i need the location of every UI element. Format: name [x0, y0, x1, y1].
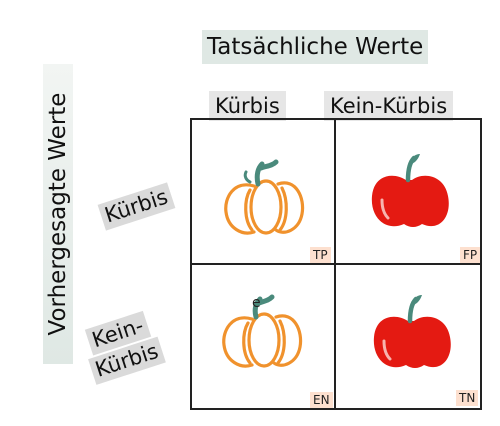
cell-true-positive: TP: [192, 120, 335, 263]
row-header-not-pumpkin: Kein- Kürbis: [79, 308, 166, 386]
tag-tn: TN: [456, 390, 479, 406]
pumpkin-icon: e: [222, 294, 303, 368]
grid-divider-horizontal: [192, 263, 480, 265]
tag-tp: TP: [310, 247, 331, 263]
row-header-pumpkin: Kürbis: [97, 181, 176, 231]
handwritten-e-mark: e: [252, 295, 261, 311]
tag-fp: FP: [460, 247, 481, 263]
actual-values-title: Tatsächliche Werte: [202, 30, 429, 64]
cell-true-negative: TN: [336, 265, 479, 408]
grid-divider-vertical: [334, 120, 336, 410]
apple-icon: [373, 295, 451, 368]
column-header-pumpkin: Kürbis: [209, 91, 286, 121]
cell-false-positive: FP: [336, 120, 481, 263]
cell-false-negative: e EN: [192, 265, 335, 408]
pumpkin-icon: [224, 159, 305, 235]
predicted-values-label: Vorhergesagte Werte: [43, 64, 73, 364]
confusion-matrix-grid: [190, 118, 482, 410]
column-header-not-pumpkin: Kein-Kürbis: [324, 91, 454, 121]
row-header-pumpkin-text: Kürbis: [97, 182, 176, 231]
tag-en: EN: [310, 392, 333, 408]
apple-icon: [371, 154, 449, 227]
